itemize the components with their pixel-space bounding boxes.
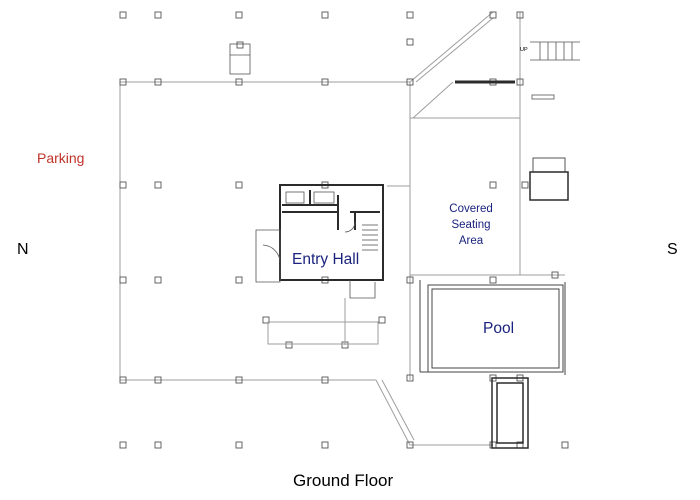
column-marker [406, 11, 414, 19]
column-marker [236, 41, 244, 49]
column-marker [321, 78, 329, 86]
column-marker [235, 441, 243, 449]
column-marker [154, 441, 162, 449]
column-marker [235, 276, 243, 284]
column-marker [489, 276, 497, 284]
stair-and-fixtures [229, 41, 580, 100]
pool-equipment-path [491, 377, 529, 449]
column-marker [262, 316, 270, 324]
column-marker [516, 78, 524, 86]
entry-hall-label: Entry Hall [292, 251, 360, 268]
column-marker [119, 11, 127, 19]
column-marker [119, 181, 127, 189]
parking-label: Parking [37, 150, 85, 166]
column-marker [235, 78, 243, 86]
column-marker [154, 181, 162, 189]
covered-seating-walls [387, 117, 565, 276]
column-marker [154, 78, 162, 86]
column-marker [551, 271, 559, 279]
column-marker [119, 78, 127, 86]
column-marker [154, 11, 162, 19]
column-marker [406, 441, 414, 449]
pool-label: Pool [483, 320, 515, 337]
column-marker [235, 11, 243, 19]
column-marker [521, 181, 529, 189]
column-marker [406, 38, 414, 46]
north-compass-label: N [17, 241, 29, 258]
column-marker [285, 341, 293, 349]
covered-seating-line-3: Area [458, 235, 484, 247]
entry-deck [267, 298, 379, 345]
pool-outline [419, 280, 566, 375]
column-marker [406, 374, 414, 382]
column-marker [321, 11, 329, 19]
column-marker [489, 181, 497, 189]
column-marker [561, 441, 569, 449]
column-marker [321, 441, 329, 449]
column-marker [154, 276, 162, 284]
outdoor-kitchen [529, 157, 569, 201]
stair-up-marker: UP [520, 47, 528, 53]
column-marker [321, 376, 329, 384]
covered-seating-area-label: Covered Seating Area [436, 201, 506, 249]
floor-caption: Ground Floor [293, 471, 394, 490]
column-marker [406, 78, 414, 86]
column-marker [235, 376, 243, 384]
column-marker [489, 11, 497, 19]
building-outline [119, 11, 521, 446]
covered-seating-line-2: Seating [451, 219, 491, 231]
column-marker [406, 276, 414, 284]
column-marker [119, 441, 127, 449]
covered-seating-line-1: Covered [449, 203, 493, 215]
column-marker [119, 376, 127, 384]
column-marker [516, 11, 524, 19]
south-compass-label: S [667, 241, 678, 258]
column-marker [119, 276, 127, 284]
column-marker [378, 316, 386, 324]
column-marker [235, 181, 243, 189]
entry-hall-details [255, 191, 378, 299]
column-marker [154, 376, 162, 384]
